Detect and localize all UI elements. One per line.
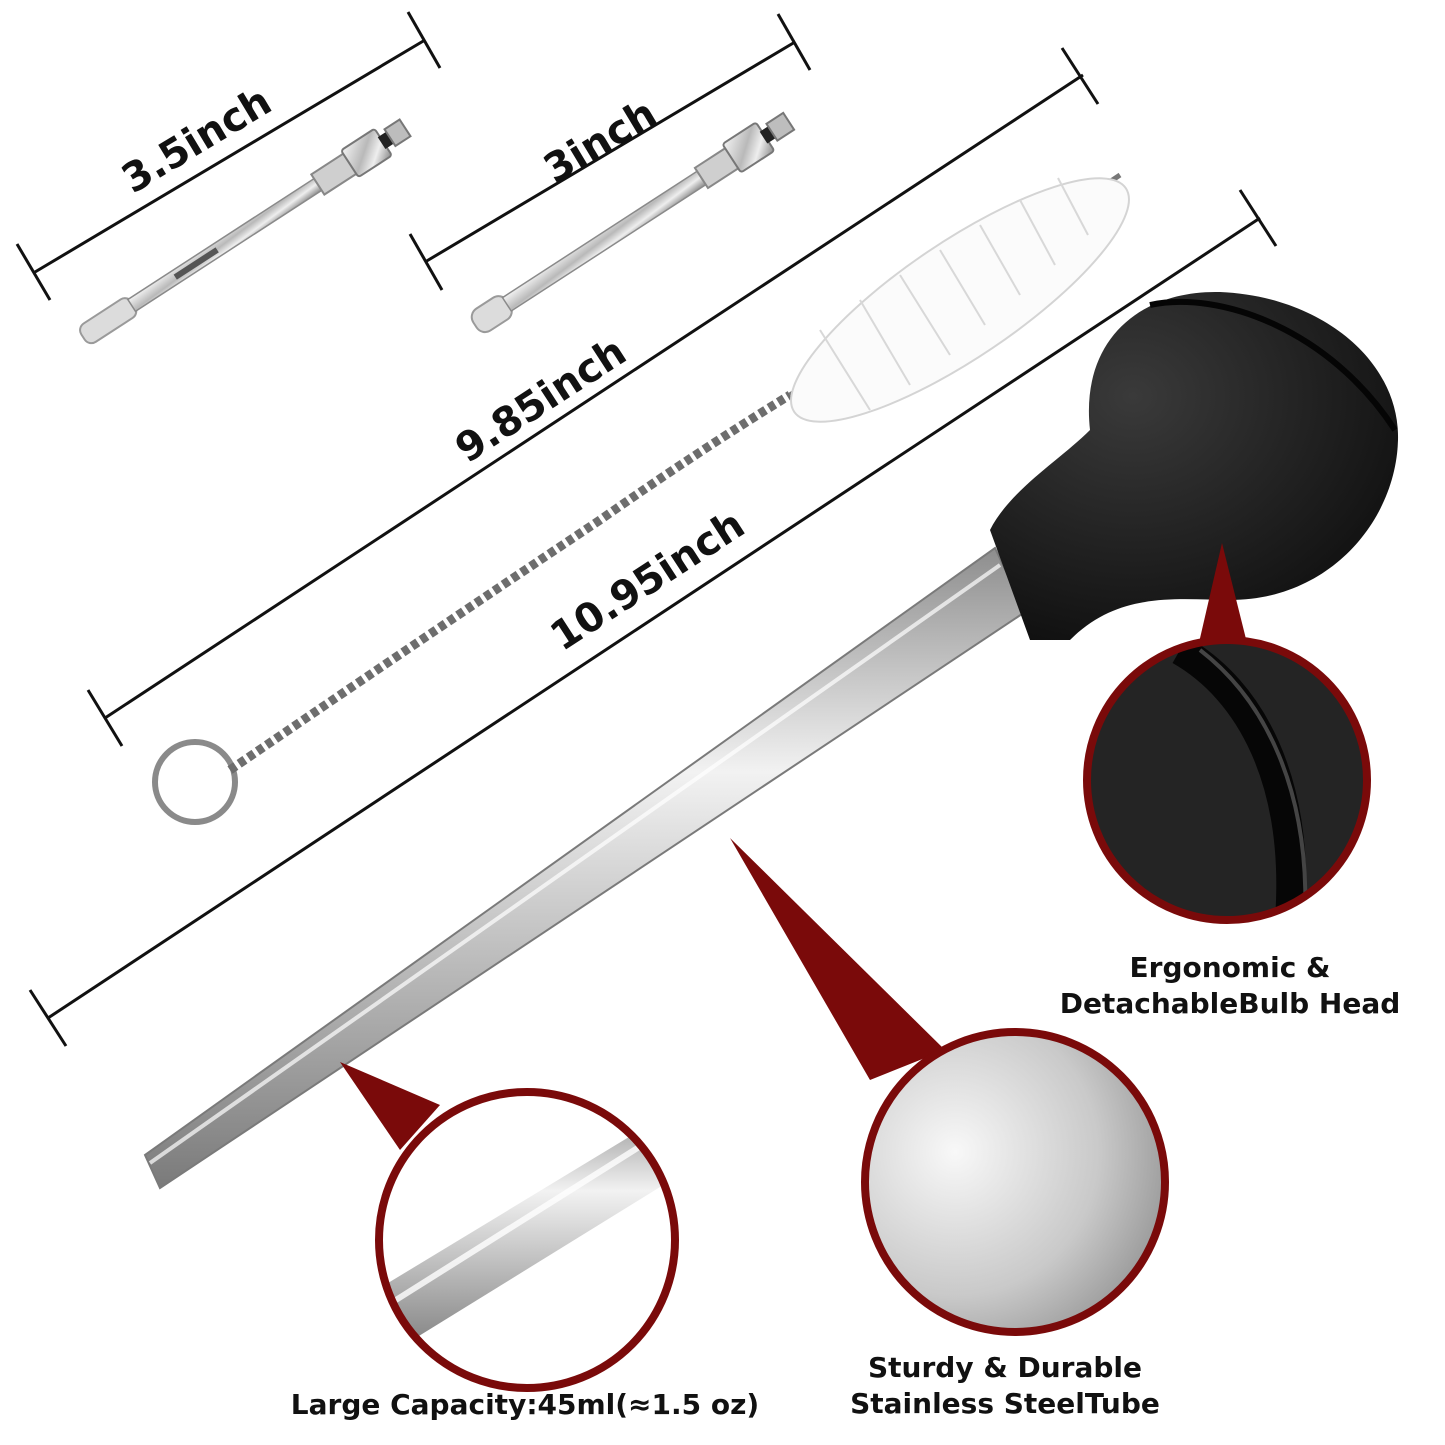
zoom-tube-detail [861,1028,1169,1336]
zoom-bulb-detail [1083,636,1371,924]
zoom-pointers [340,543,1250,1150]
caption-bulb: Ergonomic & DetachableBulb Head [1040,950,1420,1022]
dimension-lines [15,11,1278,1047]
baster-bulb [990,291,1399,640]
caption-bulb-line-1: Ergonomic & [1129,951,1331,984]
caption-bulb-line-2: DetachableBulb Head [1059,987,1401,1020]
cleaning-brush [152,172,1130,825]
injector-needle-short [470,111,796,334]
caption-tip-line: Large Capacity:45ml(≈1.5 oz) [290,1388,760,1421]
caption-tip: Large Capacity:45ml(≈1.5 oz) [270,1387,780,1423]
caption-tube-line-1: Sturdy & Durable [867,1351,1142,1384]
caption-tube: Sturdy & Durable Stainless SteelTube [830,1350,1180,1422]
zoom-tip-detail [375,1088,679,1392]
caption-tube-line-2: Stainless SteelTube [850,1387,1160,1420]
injector-needle-long [79,118,412,345]
